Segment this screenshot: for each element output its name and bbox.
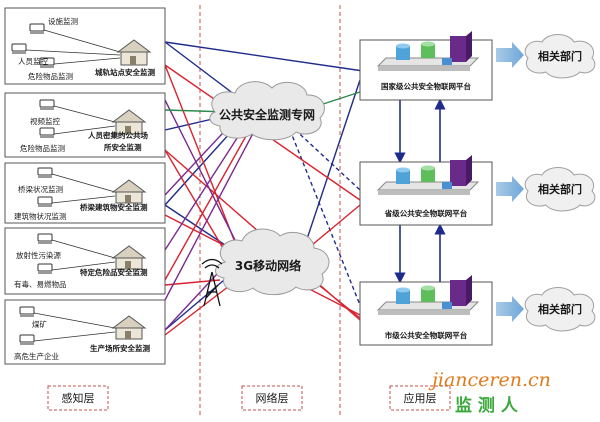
monitor-label: 建筑物状况监测 bbox=[14, 211, 67, 221]
monitor-device-icon bbox=[37, 233, 53, 244]
platform-national: 国家级公共安全物联网平台 bbox=[359, 31, 493, 101]
department-cloud: 相关部门 bbox=[524, 287, 596, 332]
arrow-to-department bbox=[496, 176, 524, 202]
house-icon bbox=[111, 245, 147, 270]
department-label: 相关部门 bbox=[538, 182, 582, 196]
sensing-group-2: 视频监控 危险物品监测 人员密集的公共场 所安全监测 bbox=[4, 92, 166, 158]
house-icon bbox=[111, 315, 147, 340]
computer-icon bbox=[442, 302, 452, 309]
monitor-label: 人员监控 bbox=[18, 56, 48, 66]
platform-label: 省级公共安全物联网平台 bbox=[384, 208, 468, 218]
department-label: 相关部门 bbox=[538, 302, 582, 316]
monitor-device-icon bbox=[37, 196, 53, 207]
monitor-label: 设施监测 bbox=[48, 16, 78, 26]
monitor-label: 危险物品监测 bbox=[20, 143, 65, 153]
arrow-to-department bbox=[496, 296, 524, 322]
sensing-group-5: 煤矿 高危生产企业 生产场所安全监测 bbox=[4, 299, 166, 365]
monitor-device-icon bbox=[39, 57, 55, 68]
svg-text:应用层: 应用层 bbox=[404, 391, 437, 405]
sensing-group-4: 放射性污染源 有毒、易燃物品 特定危险品安全监测 bbox=[4, 227, 166, 295]
database-icon bbox=[396, 167, 410, 184]
station-label: 生产场所安全监测 bbox=[90, 343, 150, 353]
monitor-label: 有毒、易燃物品 bbox=[14, 279, 67, 289]
station-label: 桥梁建筑物安全监测 bbox=[80, 202, 148, 212]
database-icon bbox=[421, 165, 435, 182]
computer-icon bbox=[442, 182, 452, 189]
house-icon bbox=[111, 109, 147, 135]
monitor-label: 高危生产企业 bbox=[14, 351, 59, 361]
monitor-label: 视频监控 bbox=[30, 116, 60, 126]
platform-municipal: 市级公共安全物联网平台 bbox=[359, 275, 493, 346]
server-icon bbox=[450, 155, 472, 186]
station-label: 人员密集的公共场 bbox=[88, 130, 148, 140]
computer-icon bbox=[442, 58, 452, 65]
server-icon bbox=[450, 31, 472, 62]
svg-text:网络层: 网络层 bbox=[256, 391, 289, 405]
database-icon bbox=[421, 285, 435, 302]
layer-label-perception: 感知层 bbox=[47, 385, 109, 411]
layer-dividers bbox=[199, 5, 341, 415]
dedicated-network-label: 公共安全监测专网 bbox=[219, 107, 315, 122]
antenna-tower-icon bbox=[201, 258, 223, 307]
platform-links bbox=[394, 98, 446, 284]
monitor-device-icon bbox=[11, 43, 27, 54]
sensing-group-1: 设施监测 人员监控 危险物品监测 城轨站点安全监测 bbox=[4, 7, 166, 85]
watermark-logo: jianceren.cn 监 测 人 bbox=[428, 369, 551, 416]
station-label: 城轨站点安全监测 bbox=[95, 67, 155, 77]
monitor-device-icon bbox=[19, 334, 35, 345]
server-icon bbox=[450, 275, 472, 306]
watermark-name: 监 测 人 bbox=[455, 395, 519, 416]
department-label: 相关部门 bbox=[538, 49, 582, 63]
monitor-device-icon bbox=[37, 263, 53, 274]
monitor-label: 危险物品监测 bbox=[28, 71, 73, 81]
mobile-network-label: 3G移动网络 bbox=[235, 258, 301, 273]
monitor-label: 煤矿 bbox=[32, 319, 47, 329]
department-cloud: 相关部门 bbox=[524, 167, 596, 212]
monitor-label: 桥梁状况监测 bbox=[18, 184, 63, 194]
watermark-site: jianceren.cn bbox=[428, 369, 551, 391]
platform-label: 国家级公共安全物联网平台 bbox=[381, 81, 471, 91]
house-icon bbox=[111, 179, 147, 204]
mobile-network-cloud: 3G移动网络 bbox=[215, 228, 330, 296]
monitor-device-icon bbox=[39, 99, 55, 110]
database-icon bbox=[421, 41, 435, 58]
house-icon bbox=[116, 39, 152, 66]
monitor-device-icon bbox=[37, 167, 53, 178]
arrow-to-department bbox=[496, 42, 524, 68]
station-label: 所安全监测 bbox=[104, 142, 142, 152]
monitor-label: 放射性污染源 bbox=[16, 250, 61, 260]
layer-label-application: 应用层 bbox=[389, 385, 451, 411]
department-cloud: 相关部门 bbox=[524, 34, 596, 79]
monitor-device-icon bbox=[39, 127, 55, 138]
platform-label: 市级公共安全物联网平台 bbox=[385, 330, 468, 340]
monitor-device-icon bbox=[29, 23, 45, 34]
sensing-group-3: 桥梁状况监测 建筑物状况监测 桥梁建筑物安全监测 bbox=[4, 162, 166, 224]
layer-label-network: 网络层 bbox=[241, 385, 303, 411]
database-icon bbox=[396, 43, 410, 60]
station-label: 特定危险品安全监测 bbox=[80, 267, 148, 277]
database-icon bbox=[396, 287, 410, 304]
platform-provincial: 省级公共安全物联网平台 bbox=[359, 155, 493, 226]
monitor-device-icon bbox=[19, 306, 35, 317]
dedicated-network-cloud: 公共安全监测专网 bbox=[209, 81, 325, 141]
svg-text:感知层: 感知层 bbox=[62, 391, 95, 405]
